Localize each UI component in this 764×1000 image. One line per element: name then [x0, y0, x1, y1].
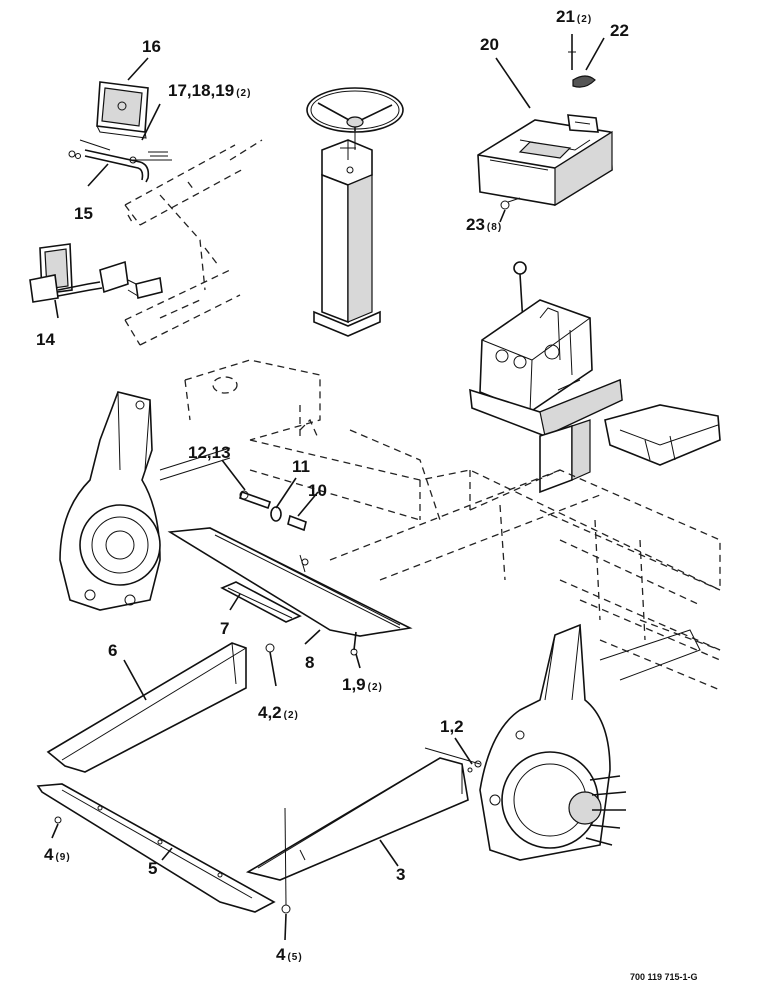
bolt-12-13 — [238, 490, 272, 510]
callout-17-18-19: 17,18,19(2) — [168, 81, 252, 100]
mirror-16 — [96, 81, 149, 139]
screw-21 — [568, 51, 576, 70]
callout-11: 11 — [292, 457, 310, 476]
screw-23 — [500, 197, 521, 210]
callout-10: 10 — [308, 481, 327, 500]
callout-8: 8 — [305, 653, 315, 672]
drawing-reference-number: 700 119 715-1-G — [630, 972, 698, 982]
control-tower — [469, 261, 721, 494]
steering-wheel — [306, 87, 404, 133]
mirror-bracket-15 — [68, 139, 172, 183]
spacer-10 — [287, 514, 307, 532]
left-side-plate — [59, 391, 231, 611]
callout-23: 23(8) — [466, 215, 503, 234]
callout-5: 5 — [148, 859, 158, 878]
panel-6 — [46, 642, 247, 773]
callout-21: 21(2) — [556, 7, 593, 26]
washer-11 — [270, 506, 282, 522]
panel-3 — [245, 757, 473, 881]
callout-4-9: 4(9) — [44, 845, 71, 864]
callout-4-2: 4,2(2) — [258, 703, 299, 722]
bolt-4-5 — [281, 807, 291, 914]
callout-20: 20 — [480, 35, 499, 54]
callout-4-5: 4(5) — [276, 945, 303, 964]
callout-15: 15 — [74, 204, 93, 223]
steering-column — [313, 131, 381, 337]
callout-3: 3 — [396, 865, 406, 884]
callout-12-13: 12,13 — [188, 443, 231, 462]
callout-22: 22 — [610, 21, 629, 40]
leader-lines — [51, 34, 605, 941]
callout-6: 6 — [108, 641, 118, 660]
callout-16: 16 — [142, 37, 161, 56]
callout-14: 14 — [36, 330, 55, 349]
bolt-4-9 — [54, 816, 62, 824]
panel-5 — [36, 783, 276, 913]
bolt-4-2 — [265, 643, 275, 653]
bolt-1-9 — [350, 631, 358, 656]
cap-22 — [572, 75, 596, 88]
console-cover-20 — [477, 114, 613, 207]
callout-7: 7 — [220, 619, 230, 638]
callout-1-9: 1,9(2) — [342, 675, 383, 694]
main-frame-dashed — [184, 359, 721, 691]
mirror-14 — [29, 243, 163, 303]
plate-7 — [220, 581, 302, 623]
mirror-mount-frame — [124, 139, 263, 346]
shield-8 — [167, 527, 413, 637]
right-side-plate — [479, 623, 701, 861]
callout-1-2: 1,2 — [440, 717, 464, 736]
